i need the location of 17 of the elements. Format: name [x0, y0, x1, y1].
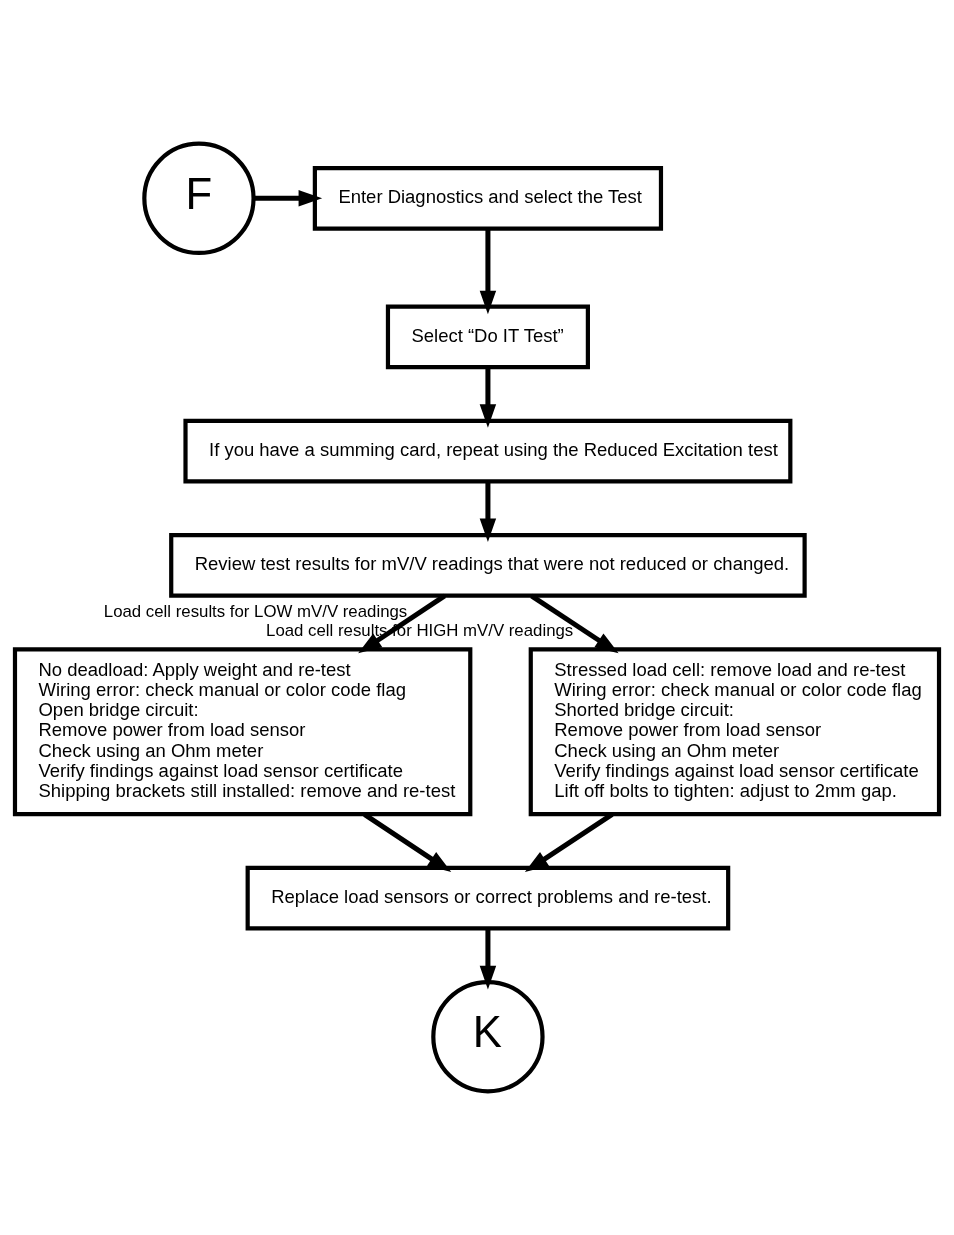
edge-label: Load cell results for LOW mV/V readings: [103, 602, 408, 622]
arrow: [479, 928, 497, 990]
arrow: [479, 367, 497, 428]
node-circle: F: [142, 141, 256, 255]
node-box: If you have a summing card, repeat using the Reduced Excitation test: [183, 418, 793, 484]
node-box: No deadload: Apply weight and re-test Wiring error: check manual or color code flag Open bridge circuit: Remove power from load sensor Check using an Ohm meter Verify findings against load sensor certificate Shipping brackets still installed: remove and re-test: [12, 647, 473, 817]
node-box: Enter Diagnostics and select the Test: [312, 166, 664, 231]
arrow: [530, 593, 619, 654]
arrow: [479, 482, 497, 543]
node-circle: K: [431, 980, 545, 1094]
node-box: Stressed load cell: remove load and re-test Wiring error: check manual or color code flag Shorted bridge circuit: Remove power from load sensor Check using an Ohm meter Verify findings against load sensor certificate Lift off bolts to tighten: adjust to 2mm gap.: [528, 647, 942, 817]
arrow: [358, 593, 447, 654]
node-box: Select “Do IT Test”: [385, 304, 590, 370]
node-box: Review test results for mV/V readings that were not reduced or changed.: [169, 533, 807, 598]
arrow: [479, 228, 497, 315]
arrow: [253, 190, 323, 207]
node-box: Replace load sensors or correct problems and re-test.: [245, 865, 731, 931]
